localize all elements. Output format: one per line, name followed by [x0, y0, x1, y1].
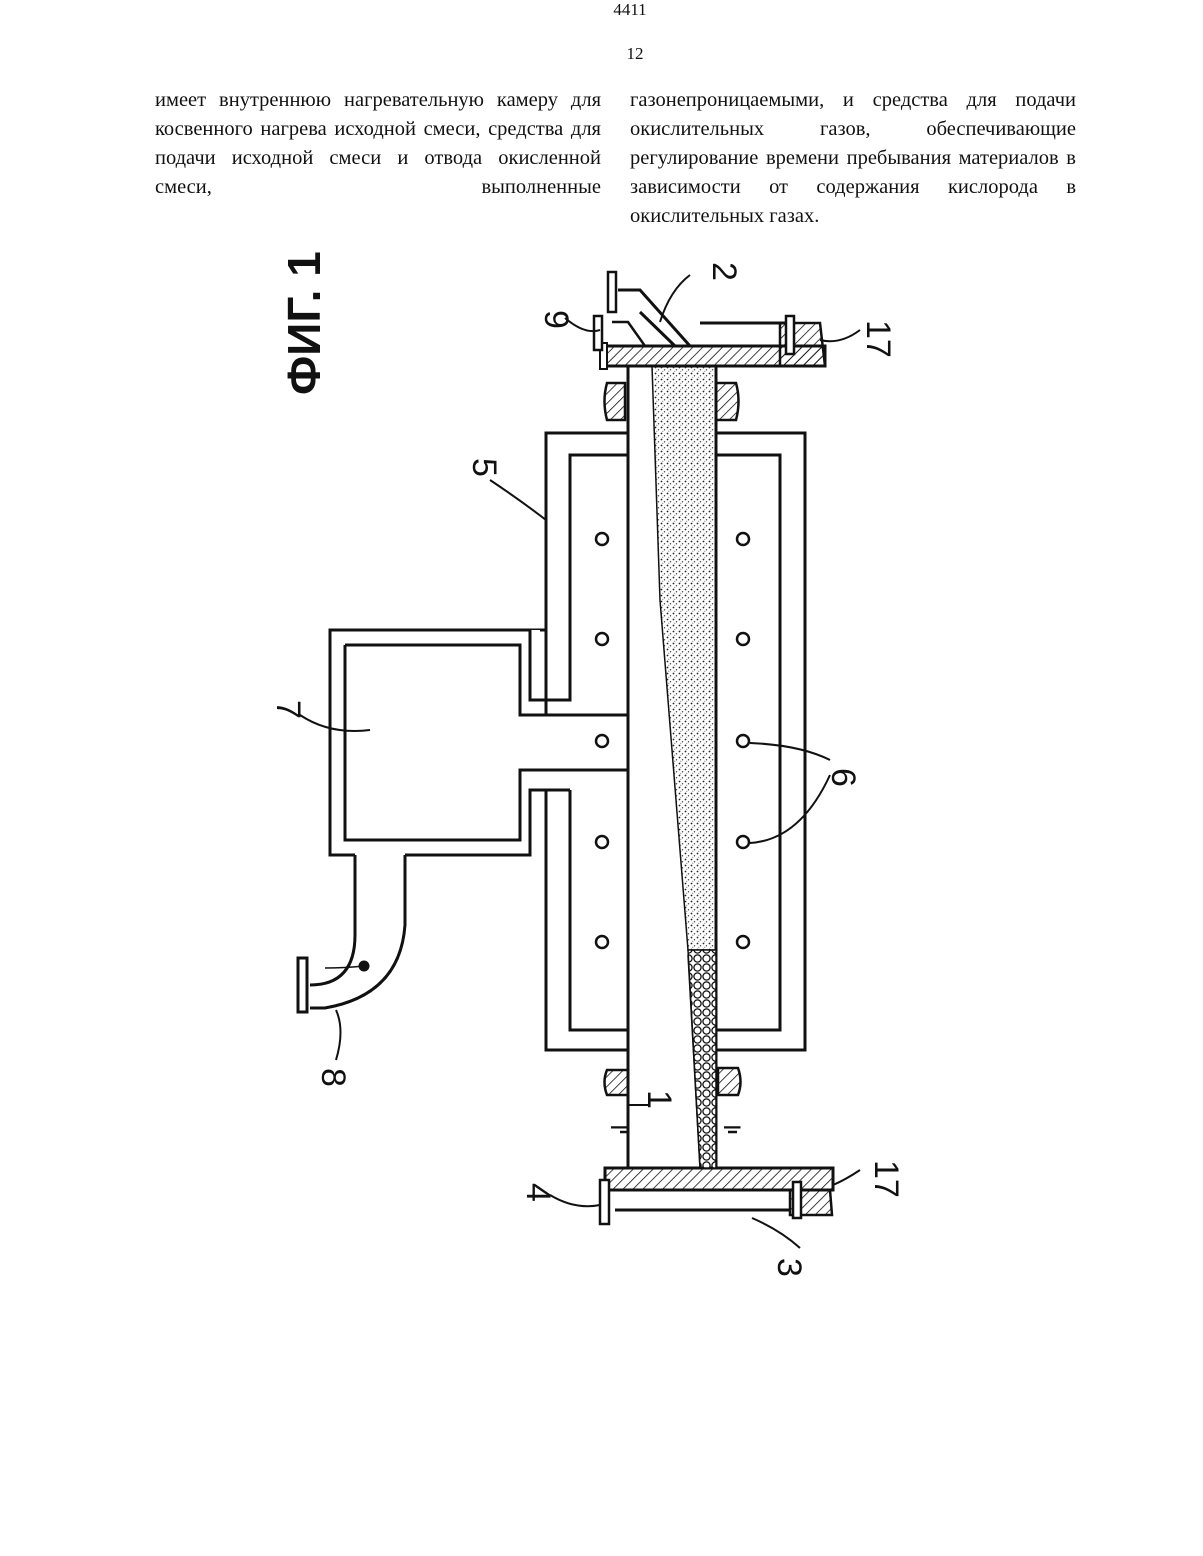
- bottom-end-assembly: [600, 1168, 833, 1224]
- combustion-chamber: [330, 630, 570, 855]
- label-17-top: 17: [859, 320, 897, 358]
- label-3: 3: [770, 1258, 808, 1277]
- label-8: 8: [314, 1068, 352, 1087]
- exhaust-elbow: [298, 855, 405, 1012]
- label-2: 2: [705, 262, 743, 281]
- paragraph-right: газонепроницаемыми, и средства для подач…: [630, 86, 1076, 231]
- column-number: 12: [585, 44, 685, 64]
- section-label-right: I: [718, 1124, 745, 1131]
- top-end-assembly: [594, 272, 825, 369]
- label-17-bottom: 17: [867, 1160, 905, 1198]
- label-9: 9: [537, 310, 575, 329]
- paragraph-left: имеет внутреннюю нагревательную камеру д…: [155, 86, 601, 202]
- label-7: 7: [269, 700, 307, 719]
- text-column-right: газонепроницаемыми, и средства для подач…: [630, 86, 1076, 231]
- label-5: 5: [465, 458, 503, 477]
- label-6: 6: [824, 768, 862, 787]
- section-label-left: I: [605, 1124, 632, 1131]
- page-number: 4411: [580, 0, 680, 20]
- figure-title: ФИГ. 1: [278, 251, 330, 395]
- patent-drawing-fig1: ФИГ. 1: [250, 250, 910, 1310]
- rotary-tube: [628, 366, 716, 1168]
- text-column-left: имеет внутреннюю нагревательную камеру д…: [155, 86, 601, 202]
- label-1: 1: [640, 1090, 678, 1109]
- label-4: 4: [519, 1183, 557, 1202]
